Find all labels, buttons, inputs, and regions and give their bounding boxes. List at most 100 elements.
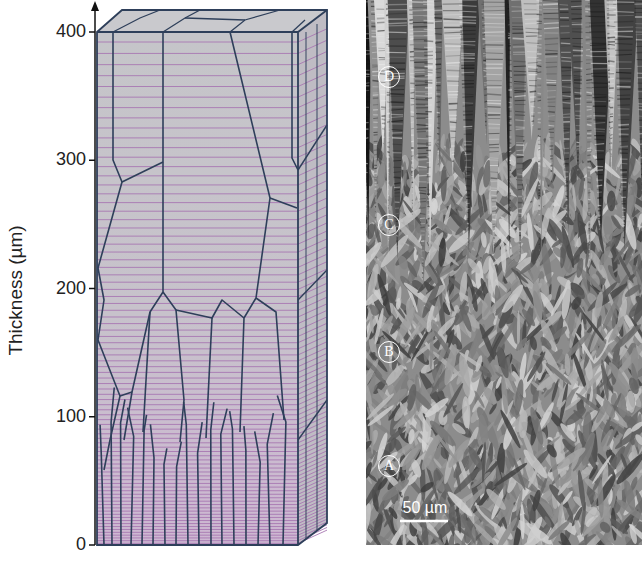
lamella-band — [366, 119, 369, 121]
lamella-band — [366, 122, 369, 123]
fine-grain — [627, 522, 642, 545]
grain-boundary — [244, 426, 246, 545]
twin-line — [298, 513, 327, 526]
tick — [89, 31, 95, 33]
twin-line — [97, 504, 298, 505]
twin-line — [97, 348, 298, 349]
grain-boundary — [298, 400, 327, 440]
fine-grain — [438, 237, 447, 267]
twin-line — [298, 206, 327, 219]
lamella-band — [366, 63, 370, 65]
twin-line — [97, 107, 298, 108]
fine-grain — [510, 267, 529, 285]
fine-grain — [539, 335, 554, 351]
twin-line — [298, 353, 327, 366]
fine-grain — [405, 383, 418, 411]
lamella-band — [366, 163, 368, 164]
fine-grain — [367, 307, 374, 334]
fine-grain — [570, 283, 587, 301]
fine-grain — [495, 346, 511, 380]
columnar-grain — [368, 0, 378, 234]
axis-arrowhead — [91, 1, 99, 11]
fine-grain — [458, 512, 476, 544]
twin-line — [97, 117, 298, 118]
twin-line — [97, 236, 298, 237]
fine-grain — [622, 479, 638, 511]
twin-line — [298, 269, 327, 282]
lamella-band — [373, 94, 379, 96]
fine-grain — [436, 434, 459, 463]
grain-block — [97, 10, 327, 545]
twin-line — [97, 330, 298, 331]
fine-grain — [531, 249, 536, 264]
fine-grain — [392, 400, 410, 423]
fine-grain — [594, 399, 610, 424]
twin-line — [298, 516, 327, 529]
twin-line — [97, 514, 298, 515]
lamella-band — [366, 53, 370, 55]
fine-grain — [577, 176, 585, 200]
twin-line — [298, 376, 327, 389]
twin-line — [298, 470, 327, 483]
axis-line — [94, 8, 96, 545]
fine-grain — [481, 442, 487, 484]
fine-grain — [366, 461, 373, 479]
lamella-band — [366, 49, 370, 51]
fine-grain — [520, 307, 537, 327]
twin-line — [97, 399, 298, 400]
grain-boundary — [185, 18, 245, 20]
grain-boundary — [305, 32, 306, 539]
twin-line — [97, 532, 298, 533]
grain-boundary — [298, 125, 327, 170]
lamella-band — [373, 86, 379, 87]
twin-line — [298, 198, 327, 211]
fine-grain — [557, 399, 567, 411]
fine-grain — [429, 331, 434, 369]
twin-line — [298, 94, 327, 107]
grain-boundary — [163, 292, 184, 442]
twin-line — [97, 526, 298, 527]
lamella-band — [373, 97, 379, 99]
twin-line — [298, 365, 327, 378]
twin-line — [97, 267, 298, 268]
lamella-band — [366, 110, 369, 112]
twin-line — [298, 330, 327, 343]
fine-grain — [378, 232, 411, 269]
fine-grain — [399, 440, 425, 472]
fine-grain — [451, 418, 474, 440]
twin-line — [298, 336, 327, 349]
twin-line — [298, 317, 327, 330]
twin-line — [298, 239, 327, 252]
twin-line — [298, 485, 327, 498]
twin-line — [298, 105, 327, 118]
fine-grain — [460, 240, 476, 258]
twin-line — [298, 189, 327, 202]
twin-line — [97, 523, 298, 524]
twin-line — [97, 147, 298, 148]
twin-line — [97, 310, 298, 311]
fine-grain — [461, 396, 471, 428]
twin-line — [97, 274, 298, 275]
twin-line — [97, 42, 298, 43]
fine-grain — [493, 461, 529, 488]
tick — [89, 544, 95, 546]
twin-line — [298, 297, 327, 310]
fine-grain — [457, 304, 473, 334]
grain-boundary — [277, 396, 286, 545]
twin-line — [97, 296, 298, 297]
twin-line — [97, 323, 298, 324]
twin-line — [298, 276, 327, 289]
twin-line — [97, 543, 298, 544]
grain-boundary — [150, 424, 154, 545]
fine-grain — [393, 305, 419, 346]
fine-grain — [423, 396, 451, 420]
fine-grain — [544, 176, 556, 190]
fine-grain — [395, 297, 401, 310]
fine-grain — [374, 211, 384, 225]
fine-grain — [366, 239, 384, 278]
fine-grain — [495, 179, 510, 198]
twin-line — [298, 223, 327, 236]
fine-grain — [621, 211, 639, 251]
twin-line — [97, 404, 298, 405]
